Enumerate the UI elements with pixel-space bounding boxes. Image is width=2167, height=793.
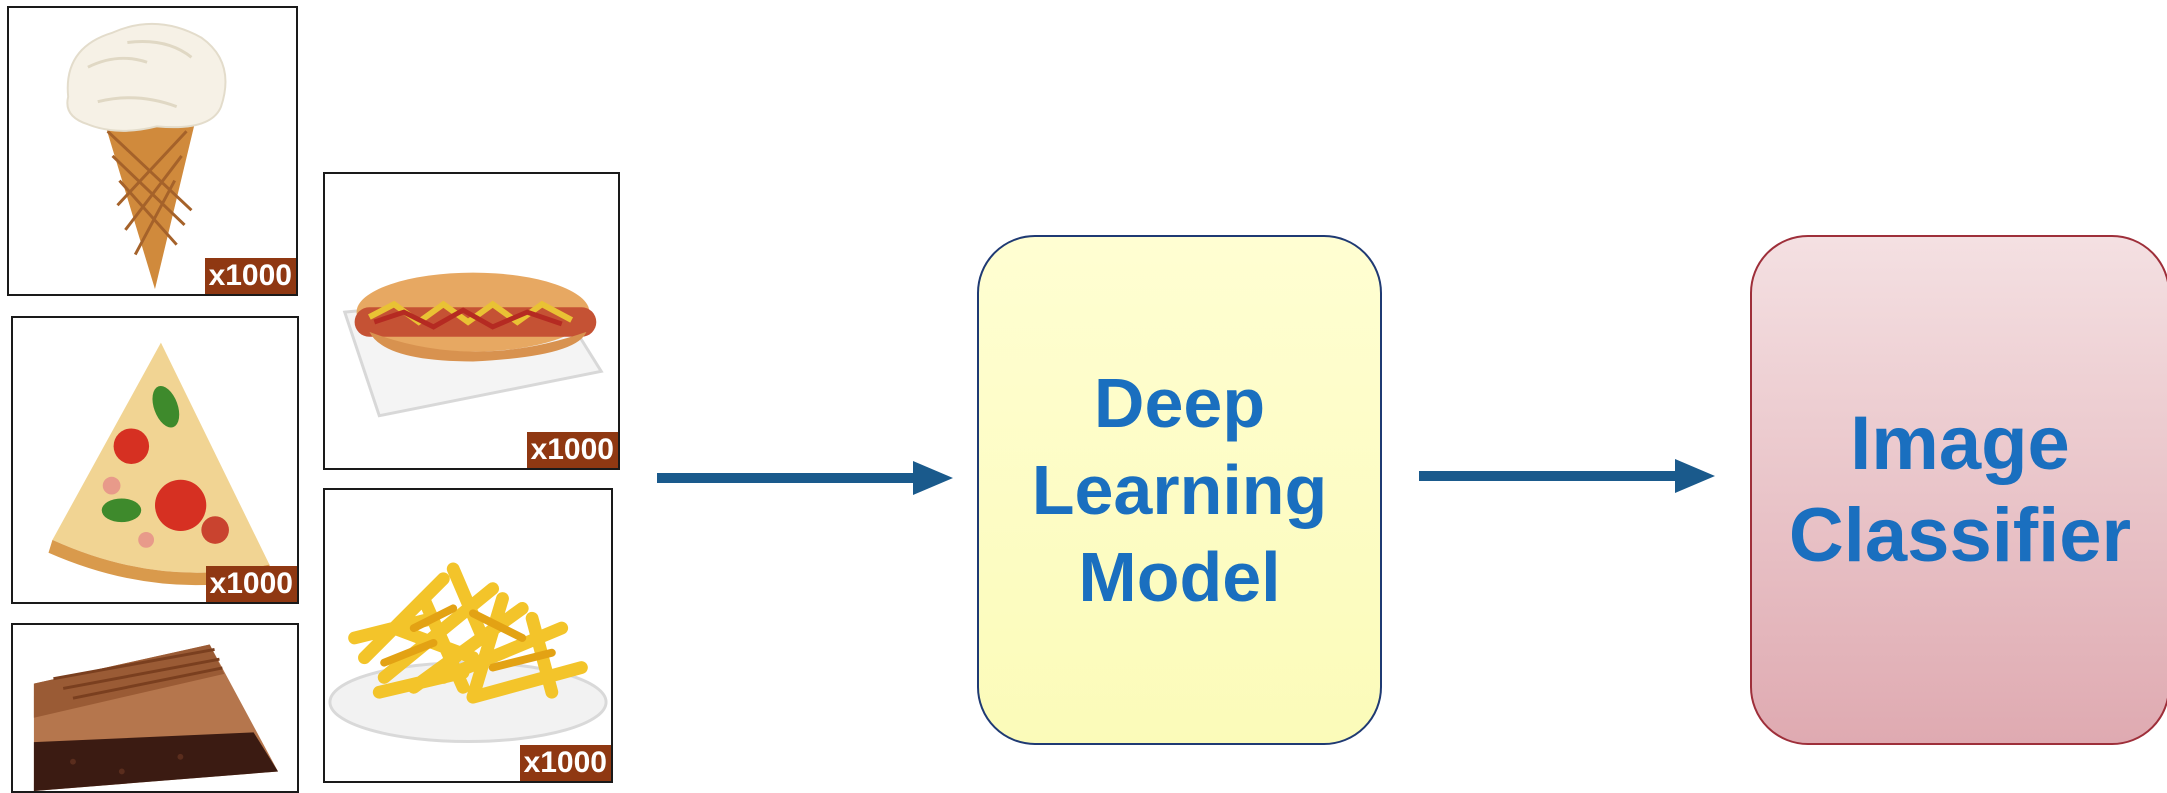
french-fries-image [328,562,608,743]
classifier-label-line-1: Image [1850,401,2070,486]
hot-dog-photo: x1000 [323,172,620,470]
chocolate-cake-image [33,644,279,791]
pizza-photo: x1000 [11,316,299,604]
input-arrow [657,461,953,495]
model-label-line-2: Learning [1031,450,1328,529]
ice-cream-photo: x1000 [7,6,298,296]
french-fries-photo: x1000 [323,488,613,783]
chocolate-cake-photo [11,623,299,793]
model-label-line-3: Model [1078,537,1281,616]
ice-cream-count-badge: x1000 [204,258,296,294]
hot-dog-image [342,272,604,418]
pizza-image [48,342,272,586]
model-label-line-1: Deep [1093,363,1266,442]
hot-dog-count-badge: x1000 [526,432,618,468]
ice-cream-image [66,22,227,290]
image-classifier-box: Image Classifier [1750,235,2167,745]
french-fries-count-badge: x1000 [519,745,611,781]
pizza-count-badge: x1000 [205,566,297,602]
deep-learning-model-box: Deep Learning Model [977,235,1382,745]
output-arrow [1419,459,1715,493]
classifier-label-line-2: Classifier [1788,493,2132,578]
